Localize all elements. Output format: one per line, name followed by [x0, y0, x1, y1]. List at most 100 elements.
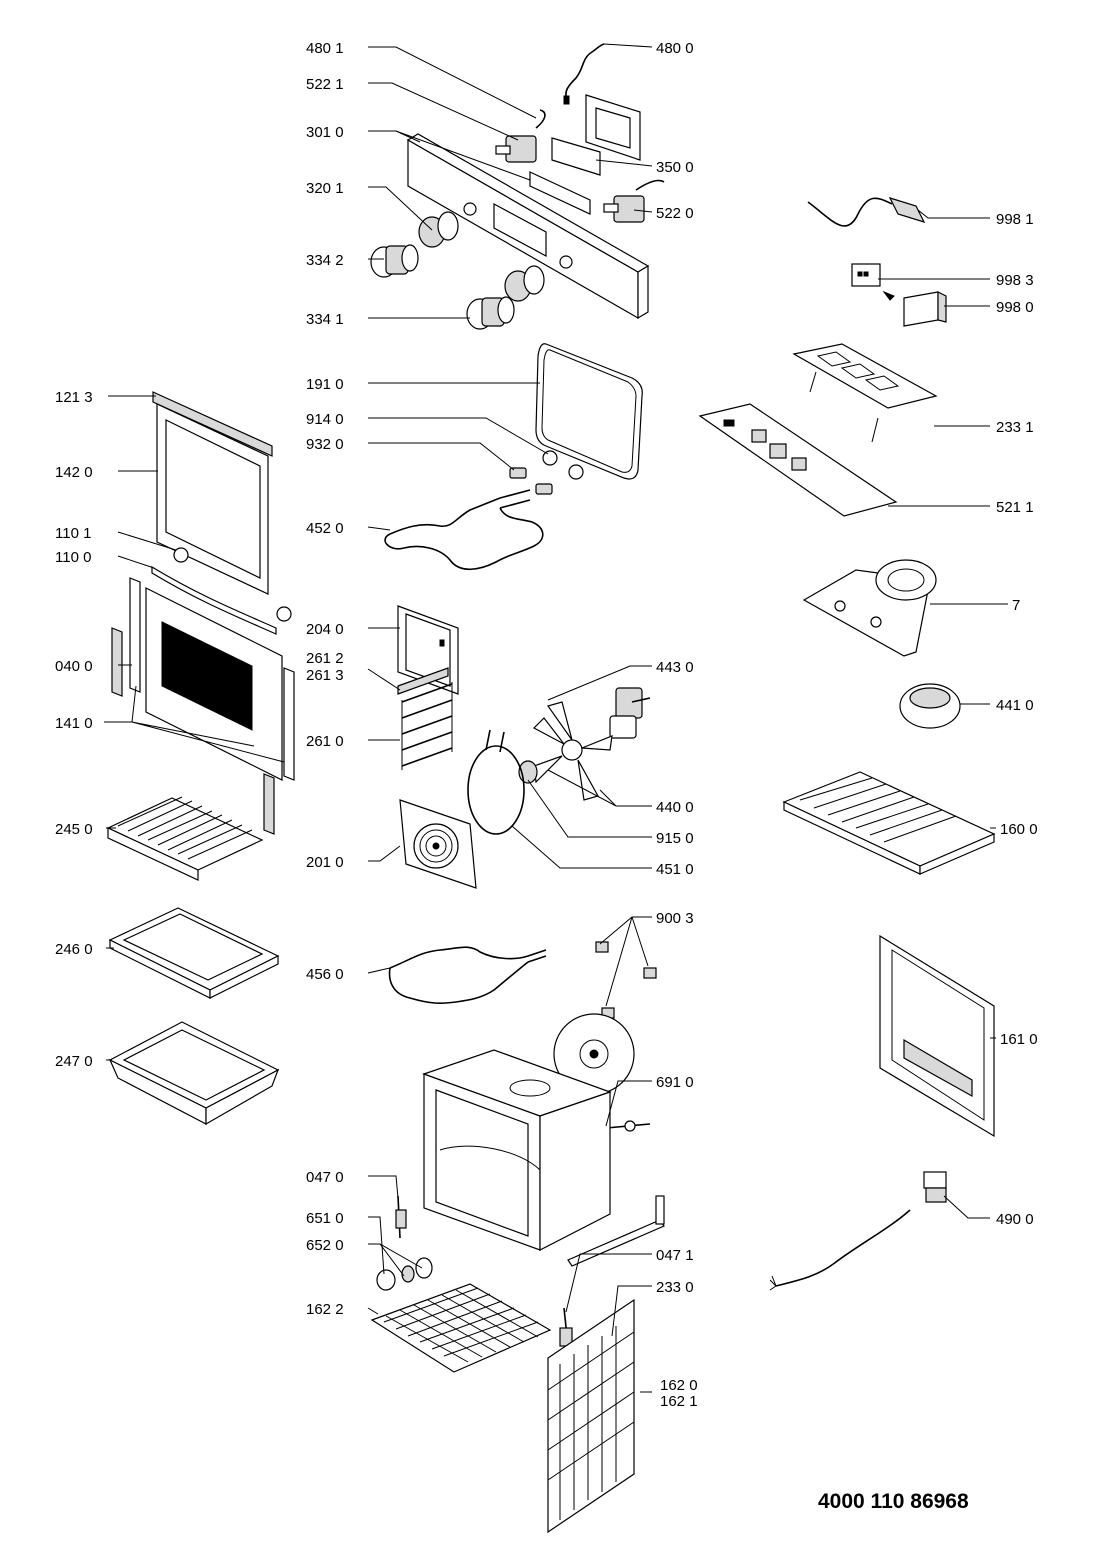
label-162-1: 162 1: [660, 1393, 698, 1410]
back-panel-tray: [782, 771, 996, 875]
temperature-probe-left: [395, 1195, 407, 1239]
inner-glass-dark-panel: [161, 621, 253, 731]
label-301-0: 301 0: [306, 124, 344, 141]
label-490-0: 490 0: [996, 1211, 1034, 1228]
power-cable-with-plug: [807, 197, 926, 227]
label-651-0: 651 0: [306, 1210, 344, 1227]
fan-motor: [609, 687, 651, 739]
label-480-0: 480 0: [656, 40, 694, 57]
knob-upper: [370, 244, 419, 278]
label-233-1: 233 1: [996, 419, 1034, 436]
lamp-glass: [542, 450, 558, 466]
door-hinge: [111, 627, 123, 697]
instruction-booklet: [903, 291, 947, 327]
label-998-1: 998 1: [996, 211, 1034, 228]
label-480-1: 480 1: [306, 40, 344, 57]
door-top-profile: [152, 391, 273, 457]
document-number: 4000 110 86968: [818, 1490, 969, 1513]
door-assembly: [111, 391, 295, 835]
temperature-probe-right: [559, 1307, 573, 1347]
electronic-control-board: [698, 403, 898, 517]
door-handle: [151, 565, 277, 635]
door-side-profile-left: [129, 577, 141, 693]
label-334-1: 334 1: [306, 311, 344, 328]
label-932-0: 932 0: [306, 436, 344, 453]
grid-bottom-panel: [370, 1283, 552, 1373]
label-441-0: 441 0: [996, 697, 1034, 714]
element-seals: [509, 467, 553, 495]
label-161-0: 161 0: [1000, 1031, 1038, 1048]
lamp-assembly: [376, 1257, 433, 1291]
label-522-0: 522 0: [656, 205, 694, 222]
label-350-0: 350 0: [656, 159, 694, 176]
board-frame: [551, 137, 601, 176]
label-998-0: 998 0: [996, 299, 1034, 316]
label-7: 7: [1012, 597, 1020, 614]
knobs-group: [370, 211, 545, 330]
label-652-0: 652 0: [306, 1237, 344, 1254]
label-110-0: 110 0: [55, 549, 91, 566]
fan-cover-disc: [553, 1013, 635, 1095]
knob-rear-lower: [504, 265, 545, 302]
control-panel-group: [406, 43, 665, 320]
part-labels: 480 1 480 0 522 1 301 0 350 0 320 1 522 …: [55, 40, 1038, 1410]
oven-cavity: [422, 1049, 612, 1251]
tangential-fan: [899, 683, 961, 729]
shelf-guide: [397, 667, 453, 770]
label-047-0: 047 0: [306, 1169, 344, 1186]
label-691-0: 691 0: [656, 1074, 694, 1091]
label-440-0: 440 0: [656, 799, 694, 816]
label-521-1: 521 1: [996, 499, 1034, 516]
label-160-0: 160 0: [1000, 821, 1038, 838]
label-191-0: 191 0: [306, 376, 344, 393]
fan-impeller: [533, 701, 613, 801]
label-261-0: 261 0: [306, 733, 344, 750]
label-141-0: 141 0: [55, 715, 93, 732]
switch-left: [495, 109, 546, 163]
display-module: [529, 171, 591, 215]
label-261-2: 261 2: [306, 650, 344, 667]
label-245-0: 245 0: [55, 821, 93, 838]
circular-heating-element: [467, 729, 525, 835]
label-201-0: 201 0: [306, 854, 344, 871]
label-233-0: 233 0: [656, 1279, 694, 1296]
deep-pan: [108, 1021, 280, 1126]
label-110-1: 110 1: [55, 525, 91, 542]
label-900-3: 900 3: [656, 910, 694, 927]
label-040-0: 040 0: [55, 658, 93, 675]
leader-lines: [104, 43, 1008, 1393]
label-121-3: 121 3: [55, 389, 93, 406]
wire-shelf: [106, 796, 264, 881]
rating-label: [851, 263, 895, 301]
electronics-support-frame: [792, 343, 938, 443]
label-456-0: 456 0: [306, 966, 344, 983]
label-998-3: 998 3: [996, 272, 1034, 289]
label-162-0: 162 0: [660, 1377, 698, 1394]
label-246-0: 246 0: [55, 941, 93, 958]
top-heating-element: [384, 489, 544, 571]
label-451-0: 451 0: [656, 861, 694, 878]
door-seal: [535, 343, 643, 480]
cooling-fan-housing: [802, 559, 937, 657]
bottom-heating-element: [388, 946, 547, 1004]
wire-harness-top: [565, 43, 605, 101]
label-247-0: 247 0: [55, 1053, 93, 1070]
label-334-2: 334 2: [306, 252, 344, 269]
terminal-block-with-cable: [769, 1171, 947, 1291]
label-320-1: 320 1: [306, 180, 344, 197]
knob-rear-upper: [418, 211, 459, 248]
label-162-2: 162 2: [306, 1301, 344, 1318]
label-915-0: 915 0: [656, 830, 694, 847]
label-443-0: 443 0: [656, 659, 694, 676]
knob-lower: [466, 296, 515, 330]
hinge-pin: [605, 1120, 651, 1132]
label-261-3: 261 3: [306, 667, 344, 684]
rear-cavity-wall: [879, 934, 995, 1138]
label-047-1: 047 1: [656, 1247, 694, 1264]
fan-cover: [399, 799, 477, 889]
label-204-0: 204 0: [306, 621, 344, 638]
door-side-profile-right: [283, 667, 295, 781]
door-handle-screw: [173, 547, 189, 563]
label-452-0: 452 0: [306, 520, 344, 537]
